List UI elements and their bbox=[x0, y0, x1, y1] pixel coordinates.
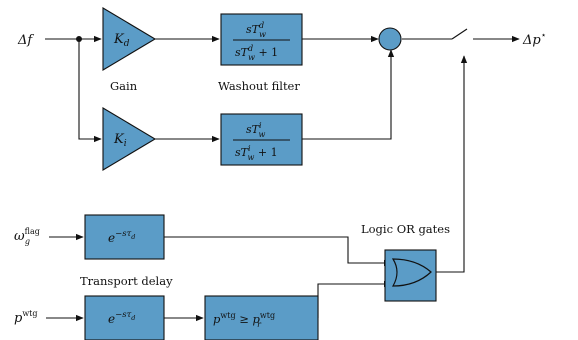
gain-ki-block bbox=[102, 107, 157, 171]
wire-branch-to-ki bbox=[78, 39, 102, 143]
input-delta-f-label: Δf bbox=[17, 33, 34, 48]
washout-filter-caption: Washout filter bbox=[218, 79, 300, 93]
wire-comparator-to-or bbox=[317, 280, 392, 318]
threshold-comparator-block bbox=[204, 295, 319, 340]
transport-delay-top-label: e−sτd bbox=[108, 229, 135, 245]
branch-junction bbox=[76, 36, 82, 42]
transport-delay-bottom-block bbox=[84, 295, 165, 340]
washout-filter-i-block bbox=[220, 113, 303, 166]
transport-delay-caption: Transport delay bbox=[80, 274, 173, 288]
gain-ki-label: Ki bbox=[113, 132, 127, 149]
p-wtg-label: pwtg bbox=[14, 309, 38, 326]
transport-delay-top-block bbox=[84, 214, 165, 260]
wires bbox=[45, 35, 520, 322]
or-gate-block bbox=[384, 249, 437, 302]
wire-or-to-switch-control bbox=[436, 55, 468, 273]
wire-washout-i-to-sum bbox=[302, 49, 395, 140]
output-delta-p-label: Δp⋆ bbox=[522, 31, 546, 48]
wire-delay-to-or bbox=[164, 236, 392, 267]
gain-kd-label: Kd bbox=[113, 32, 130, 49]
washout-filter-d-block bbox=[220, 13, 303, 66]
logic-or-caption: Logic OR gates bbox=[361, 222, 450, 236]
gain-caption: Gain bbox=[110, 79, 138, 93]
gain-kd-block bbox=[102, 7, 157, 71]
or-gate-symbol bbox=[391, 258, 432, 287]
switch-contact bbox=[451, 28, 468, 40]
summing-junction bbox=[378, 27, 402, 51]
transport-delay-bottom-label: e−sτd bbox=[108, 310, 135, 326]
